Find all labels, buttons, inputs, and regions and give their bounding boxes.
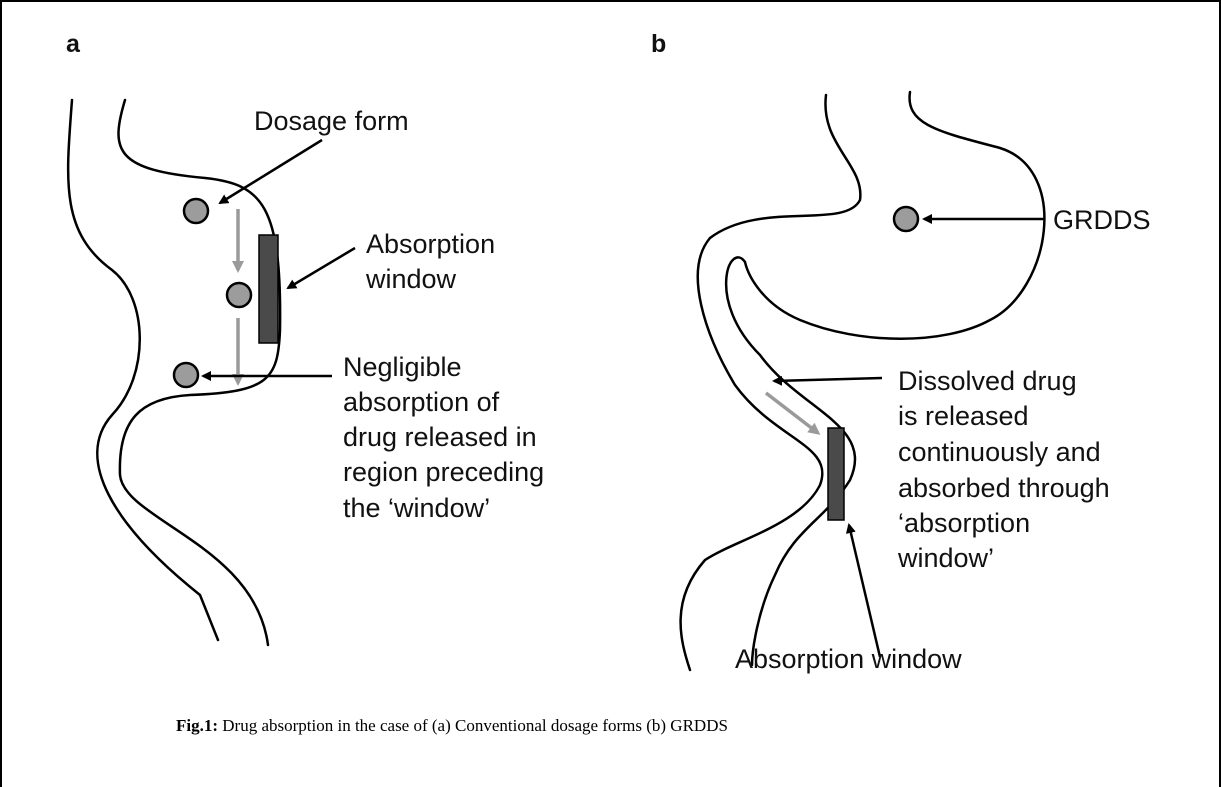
dosage-form-pill-top [184, 199, 208, 223]
pointer-absorption-window-b [849, 525, 880, 657]
label-dissolved-line4: absorbed through [898, 473, 1110, 503]
absorption-window-bar-b [828, 428, 844, 520]
pointer-dissolved-drug [774, 378, 882, 381]
label-grdds: GRDDS [1053, 205, 1151, 235]
figure-caption: Fig.1: Drug absorption in the case of (a… [176, 716, 728, 736]
label-negligible-line2: absorption of [343, 387, 500, 417]
panel-a-letter: a [66, 30, 81, 58]
label-absorption-window-a-line2: window [365, 264, 457, 294]
label-dissolved-line3: continuously and [898, 437, 1101, 467]
pointer-absorption-window-a [288, 248, 355, 288]
label-dissolved-line5: ‘absorption [898, 508, 1030, 538]
flow-arrow-b [766, 393, 818, 433]
grdds-pill [894, 207, 918, 231]
caption-text: Drug absorption in the case of (a) Conve… [218, 716, 728, 735]
dosage-form-pill-bottom [174, 363, 198, 387]
absorption-window-bar-a [259, 235, 278, 343]
dosage-form-pill-window [227, 283, 251, 307]
caption-prefix: Fig.1: [176, 716, 218, 735]
label-dissolved-line2: is released [898, 401, 1029, 431]
label-absorption-window-b: Absorption window [735, 644, 962, 674]
label-dissolved-line6: window’ [897, 543, 994, 573]
panel-b-letter: b [651, 30, 666, 58]
label-negligible-line4: region preceding [343, 457, 544, 487]
label-negligible-line3: drug released in [343, 422, 537, 452]
label-dissolved-line1: Dissolved drug [898, 366, 1077, 396]
label-absorption-window-a-line1: Absorption [366, 229, 495, 259]
label-dosage-form: Dosage form [254, 106, 409, 136]
label-negligible-line5: the ‘window’ [343, 493, 490, 523]
pointer-dosage-form [220, 140, 322, 203]
label-negligible-line1: Negligible [343, 352, 462, 382]
